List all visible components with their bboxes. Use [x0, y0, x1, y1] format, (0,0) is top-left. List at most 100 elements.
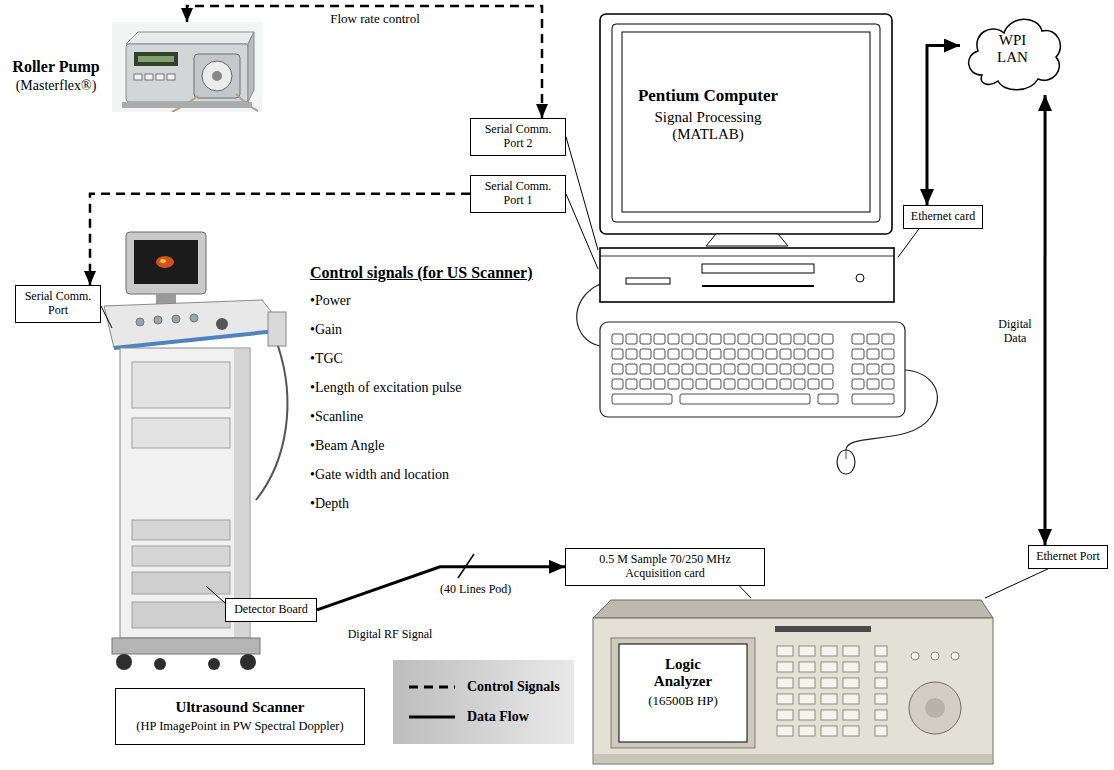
- keypad-key: [821, 678, 837, 688]
- keyboard-key: [724, 334, 735, 344]
- keyboard-key: [640, 334, 651, 344]
- keyboard-body: [600, 322, 905, 417]
- body-bay: [132, 572, 230, 594]
- keyboard-key: [794, 334, 805, 344]
- leader-line: [566, 194, 598, 269]
- control-panel: [104, 300, 286, 348]
- edge-label: Flow rate control: [300, 12, 450, 27]
- model-name: (16500B HP): [623, 694, 743, 709]
- analyzer-illustration: Logic Analyzer(16500B HP): [585, 598, 1000, 766]
- control-signal-item: •Power: [310, 293, 351, 309]
- leader-line: [739, 586, 751, 598]
- keyboard-key: [696, 364, 707, 374]
- keyboard-key: [766, 349, 777, 359]
- keyboard-key: [640, 349, 651, 359]
- keyboard-key: [822, 334, 833, 344]
- keyboard-key: [612, 349, 623, 359]
- leader-line: [101, 306, 112, 328]
- keyboard-key: [738, 379, 749, 389]
- board-callout: Detector Board: [225, 598, 317, 622]
- display-digits: [138, 56, 174, 62]
- drive-slot: [702, 264, 814, 273]
- edge-label: Digital RF Signal: [330, 628, 450, 642]
- cloud-outline: [969, 19, 1061, 90]
- keyboard-key: [808, 379, 819, 389]
- keypad-key: [777, 726, 793, 736]
- keypad-key: [799, 726, 815, 736]
- control-signal-item: •Depth: [310, 496, 349, 512]
- keyboard-key: [626, 364, 637, 374]
- drive-slot: [702, 285, 814, 287]
- keyboard-key: [808, 364, 819, 374]
- device-role: Signal Processing (MATLAB): [643, 109, 773, 144]
- mouse: [837, 450, 855, 474]
- legend-box: Control SignalsData Flow: [393, 660, 574, 744]
- keypad-key: [799, 662, 815, 672]
- keypad-key: [843, 646, 859, 656]
- bus-width-note: (40 Lines Pod): [440, 583, 511, 597]
- card-callout: 0.5 M Sample 70/250 MHz Acquisition card: [565, 548, 765, 586]
- legend-row: Control Signals: [407, 672, 560, 702]
- keypad-key: [777, 646, 793, 656]
- panel-knob: [172, 315, 180, 323]
- keyboard-key: [682, 349, 693, 359]
- power-button: [856, 274, 864, 282]
- device-caption-box: Ultrasound Scanner(HP ImagePoint in PW S…: [115, 688, 365, 745]
- keyboard-key: [668, 379, 679, 389]
- keyboard-key: [612, 379, 623, 389]
- doppler-spot: [156, 256, 174, 268]
- keyboard-key: [852, 349, 864, 359]
- keyboard-key: [882, 349, 894, 359]
- keyboard-key: [696, 349, 707, 359]
- keyboard-key: [668, 364, 679, 374]
- keypad-key: [777, 694, 793, 704]
- section-heading: Control signals (for US Scanner): [310, 264, 533, 282]
- logic-analyzer-picture: [585, 598, 1000, 766]
- scanner-base: [112, 638, 260, 654]
- photo-ground: [112, 22, 262, 112]
- keyboard-key: [852, 394, 894, 404]
- probe-holder: [268, 312, 286, 346]
- keyboard-key: [780, 379, 791, 389]
- keyboard-key: [882, 334, 894, 344]
- board-name: Detector Board: [232, 603, 310, 617]
- pump-base: [122, 102, 252, 108]
- case-panel: [626, 278, 670, 284]
- panel-trim: [114, 330, 286, 348]
- scanner-monitor: [126, 232, 206, 294]
- pump-illustration: Roller Pump(Masterflex®): [112, 22, 262, 112]
- port-callout: Ethernet Port: [1028, 545, 1108, 569]
- wheel: [240, 654, 256, 670]
- body-side: [234, 349, 249, 637]
- keyboard-key: [738, 334, 749, 344]
- legend-text: Data Flow: [467, 709, 529, 725]
- legend-text: Control Signals: [467, 679, 560, 695]
- keyboard-key: [668, 334, 679, 344]
- keyboard-key: [640, 364, 651, 374]
- pump-button: [167, 74, 175, 80]
- port-callout: Serial Comm. Port 1: [470, 175, 566, 213]
- leader-line: [206, 586, 225, 603]
- keypad-key: [799, 646, 815, 656]
- mouse-cable: [846, 370, 937, 450]
- keyboard-key: [867, 364, 879, 374]
- keypad-key: [799, 694, 815, 704]
- port-callout: Ethernet card: [903, 205, 983, 229]
- wheel: [154, 658, 166, 670]
- text-holder: WPI LAN: [991, 32, 1034, 67]
- keypad-key: [875, 726, 887, 736]
- body-bay: [132, 602, 230, 628]
- keypad-key: [875, 678, 887, 688]
- port-name: Serial Comm. Port 1: [477, 180, 559, 208]
- keypad-key: [843, 678, 859, 688]
- keypad-key: [875, 662, 887, 672]
- pump-button: [145, 74, 153, 80]
- port-name: Ethernet Port: [1035, 550, 1101, 564]
- scanner-body: [120, 348, 250, 638]
- data-flow-line: [927, 46, 960, 206]
- pump-top: [126, 32, 254, 44]
- pump-head: [194, 54, 240, 98]
- keyboard-key: [640, 379, 651, 389]
- keyboard-key: [852, 364, 864, 374]
- keypad-key: [799, 678, 815, 688]
